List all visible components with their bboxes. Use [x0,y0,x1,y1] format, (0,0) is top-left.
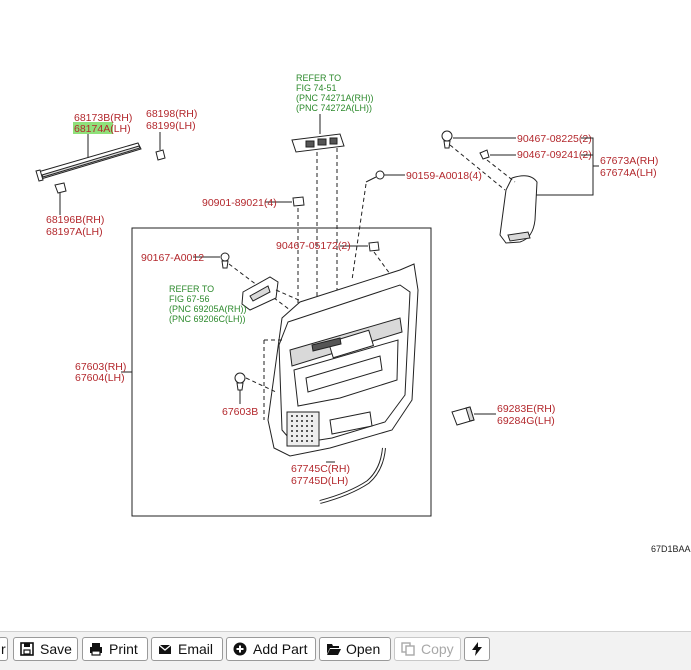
save-button-label: Save [40,641,72,657]
reference-note-67-56-line3[interactable]: (PNC 69205A(RH)) [169,304,247,314]
copy-button[interactable]: Copy [394,637,461,661]
add-part-button-label: Add Part [253,641,308,657]
label-67603B[interactable]: 67603B [222,406,258,418]
email-button[interactable]: Email [151,637,223,661]
label-68173B[interactable]: 68173B(RH) [74,112,132,124]
open-button[interactable]: Open [319,637,391,661]
label-67673A[interactable]: 67673A(RH) [600,155,658,167]
weatherstrip-part[interactable] [319,447,386,504]
copy-button-label: Copy [421,641,454,657]
print-button[interactable]: Print [82,637,148,661]
label-67674A[interactable]: 67674A(LH) [600,167,657,179]
truncated-button-label: r [1,641,6,657]
clip-90467-09241-part[interactable] [479,149,490,160]
label-69284G[interactable]: 69284G(LH) [497,415,555,427]
add-part-button[interactable]: Add Part [226,637,316,661]
screw-90159-part[interactable] [365,170,385,183]
label-68198[interactable]: 68198(RH) [146,108,197,120]
label-68174A[interactable]: 68174A(LH) [74,123,131,135]
printer-icon [89,642,103,656]
save-button[interactable]: Save [13,637,78,661]
label-69283E[interactable]: 69283E(RH) [497,403,555,415]
clip-90467-08225-part[interactable] [441,130,453,149]
window-switch-part[interactable] [291,133,345,153]
reference-note-67-56-line2[interactable]: FIG 67-56 [169,294,210,304]
envelope-icon [158,642,172,656]
clip-68198-part[interactable] [155,149,166,161]
label-67604[interactable]: 67604(LH) [75,372,125,384]
reference-note-67-56-line1[interactable]: REFER TO [169,284,214,294]
belt-molding-part[interactable] [35,142,142,182]
clip-90467-05172-part[interactable] [368,241,380,252]
clip-90901-part[interactable] [292,196,305,207]
clip-68196B-part[interactable] [54,182,67,194]
lightning-bolt-icon [470,642,484,656]
parts-diagram: 68173B(RH) 68174A(LH) 68198(RH) 68199(LH… [35,73,691,554]
folder-open-icon [326,642,341,656]
quick-action-button[interactable] [464,637,490,661]
door-trim-panel-part[interactable] [263,263,419,457]
label-90467-05172[interactable]: 90467-05172(2) [276,240,351,252]
floppy-disk-icon [20,642,34,656]
screw-90167-part[interactable] [220,252,230,269]
figure-code: 67D1BAA [651,544,691,554]
label-67745C[interactable]: 67745C(RH) [291,463,350,475]
clip-67603B-part[interactable] [234,372,246,391]
pad-69283E-part[interactable] [451,406,475,426]
label-67603[interactable]: 67603(RH) [75,361,126,373]
print-button-label: Print [109,641,138,657]
label-90159[interactable]: 90159-A0018(4) [406,170,482,182]
plus-circle-icon [233,642,247,656]
label-90467-08225[interactable]: 90467-08225(2) [517,133,592,145]
label-68196B[interactable]: 68196B(RH) [46,214,104,226]
label-90901[interactable]: 90901-89021(4) [202,197,277,209]
label-90467-09241[interactable]: 90467-09241(2) [517,149,592,161]
truncated-button[interactable]: r [0,637,8,661]
email-button-label: Email [178,641,214,657]
label-68197A[interactable]: 68197A(LH) [46,226,103,238]
reference-note-74-51-line3[interactable]: (PNC 74271A(RH)) [296,93,374,103]
inside-handle-part[interactable] [241,276,279,311]
label-90167[interactable]: 90167-A0012 [141,252,204,264]
reference-note-67-56-line4[interactable]: (PNC 69206C(LH)) [169,314,246,324]
reference-note-74-51-line1[interactable]: REFER TO [296,73,341,83]
reference-note-74-51-line2[interactable]: FIG 74-51 [296,83,337,93]
toolbar: r Save Print Email Add Part Open Copy [0,631,691,670]
copy-icon [401,642,415,656]
open-button-label: Open [346,641,381,657]
label-67745D[interactable]: 67745D(LH) [291,475,348,487]
armrest-cover-part[interactable] [499,175,538,244]
label-highlight [73,122,113,134]
reference-note-74-51-line4[interactable]: (PNC 74272A(LH)) [296,103,372,113]
label-68199[interactable]: 68199(LH) [146,120,196,132]
